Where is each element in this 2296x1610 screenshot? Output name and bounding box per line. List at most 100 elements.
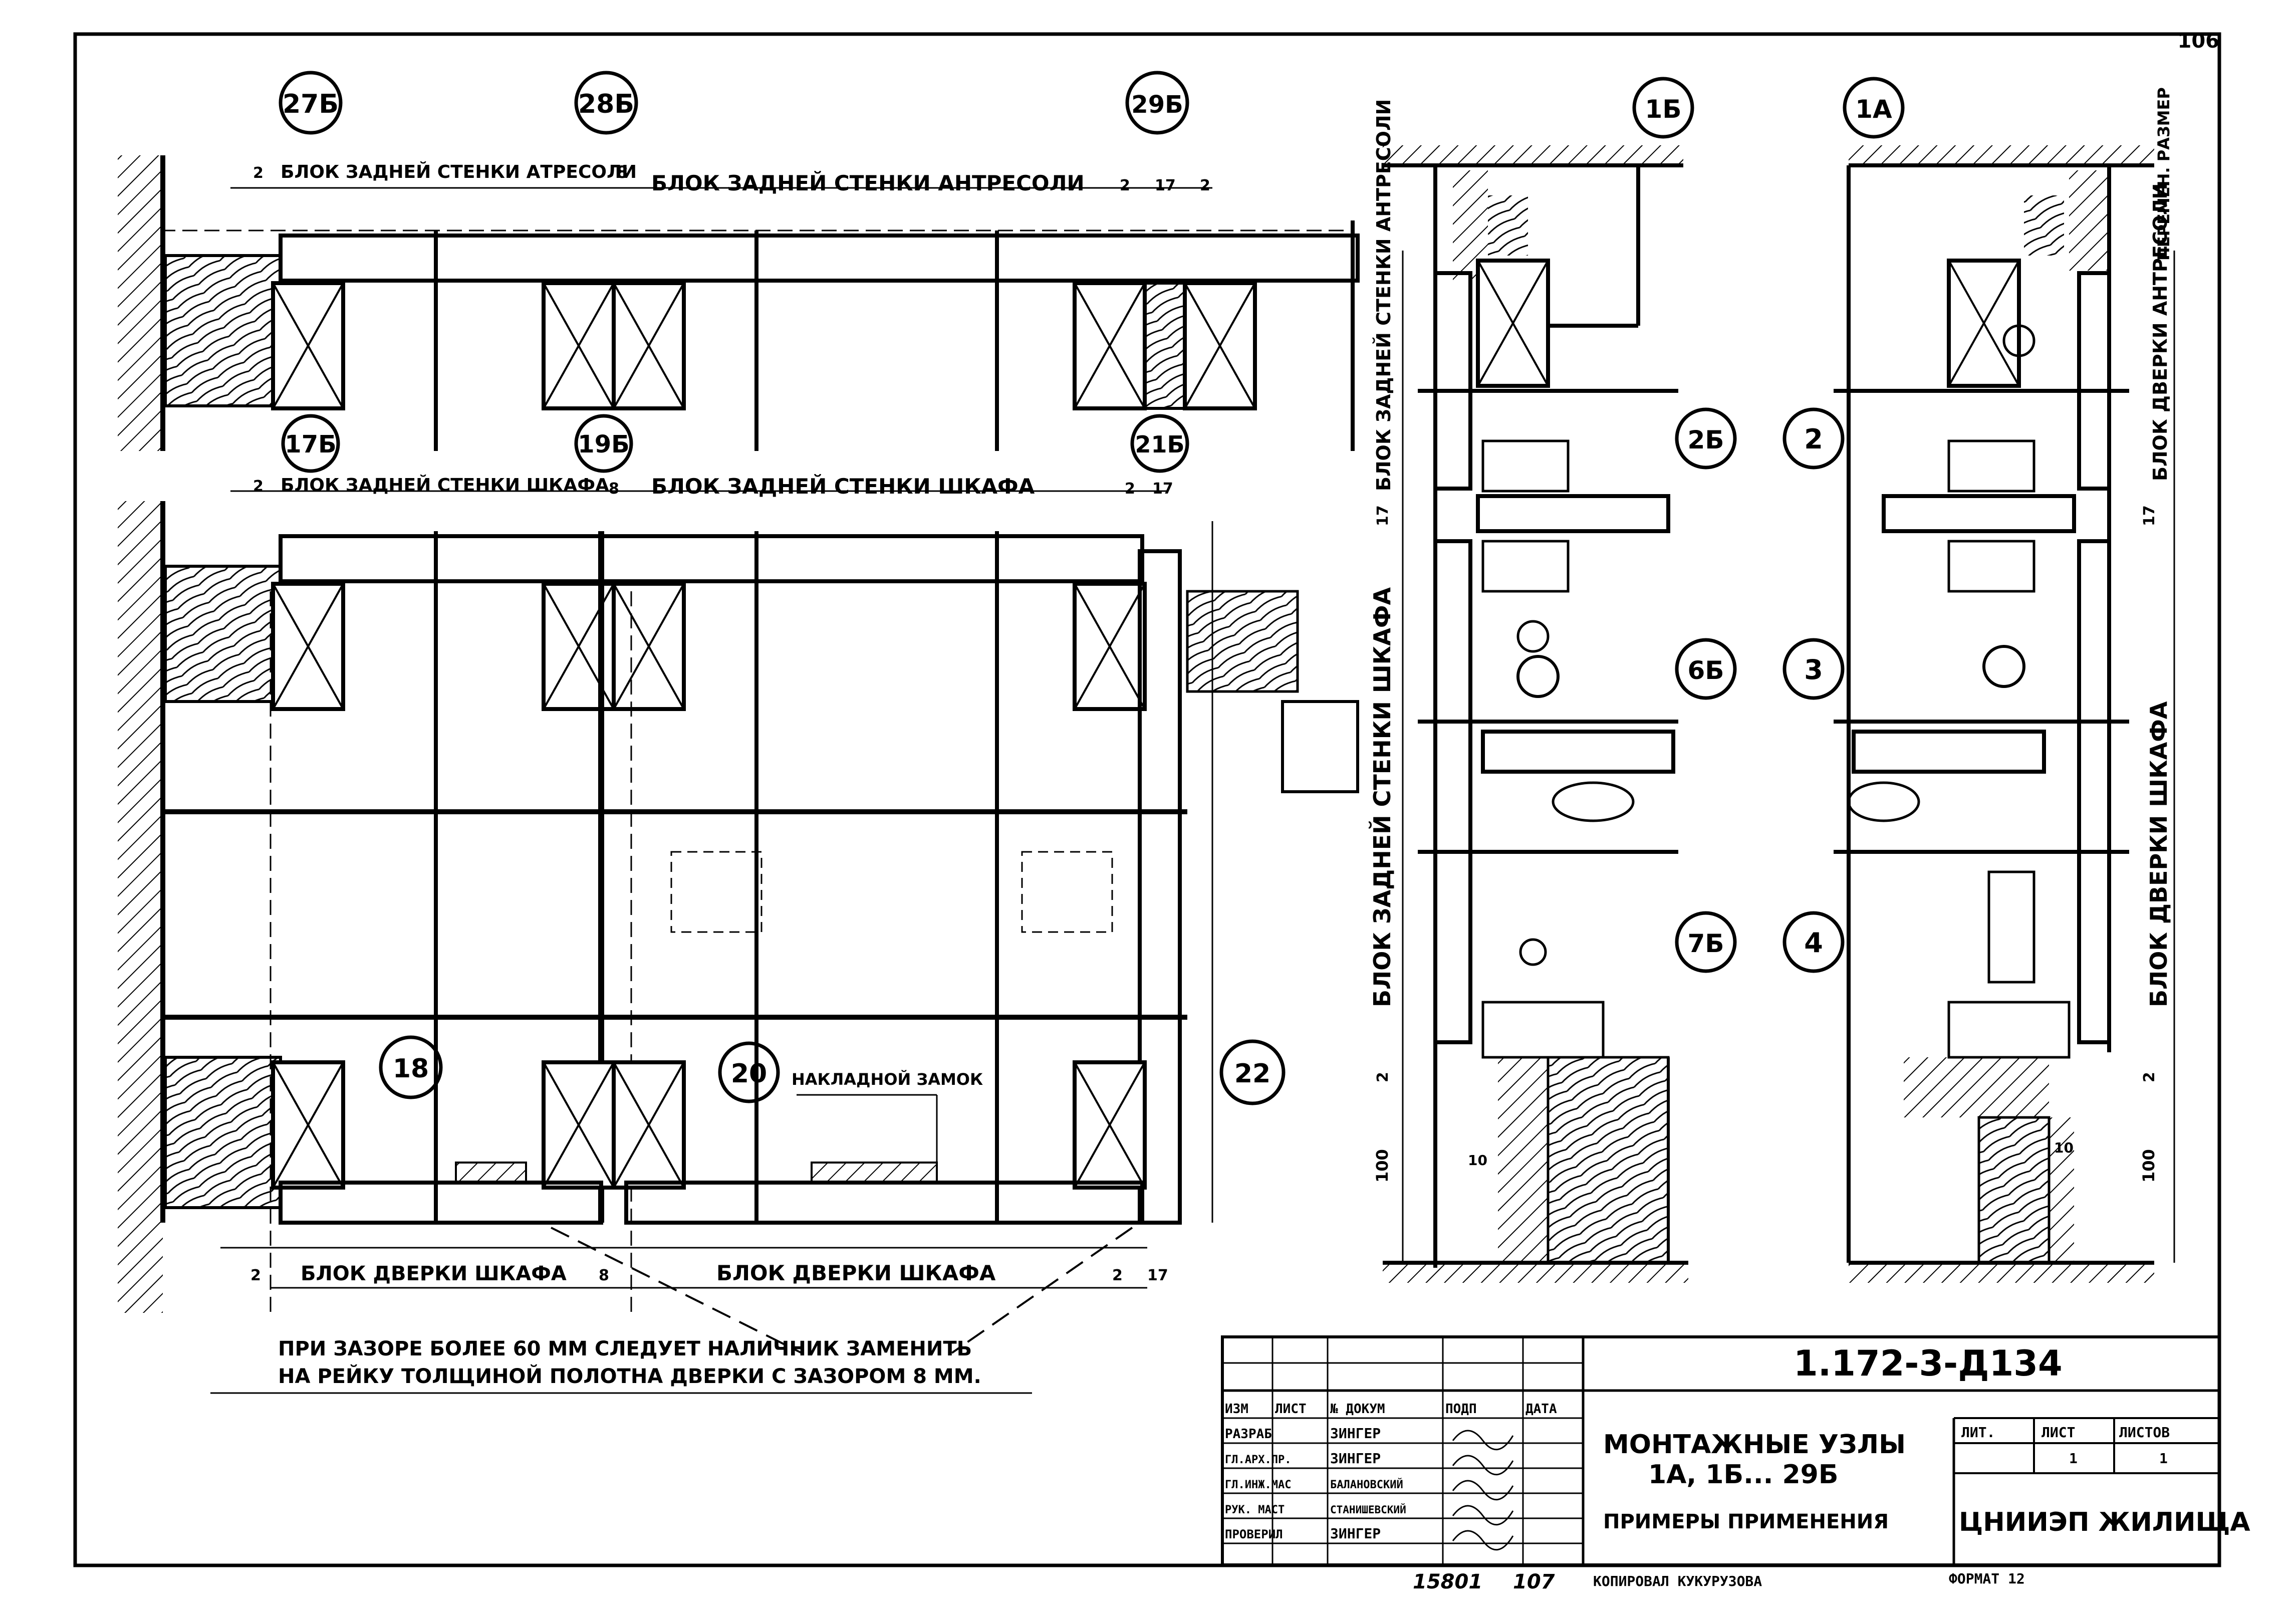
marker-7b: 7Б: [1675, 911, 1737, 973]
dim-2-g: 2: [1112, 1267, 1123, 1284]
label-section-wardrobe-back: БЛОК ЗАДНЕЙ СТЕНКИ ШКАФА: [1369, 587, 1396, 1007]
dim-2-e: 2: [1125, 480, 1135, 498]
marker-2: 2: [1782, 407, 1845, 470]
marker-1a: 1А: [1843, 77, 1905, 139]
tb-header-date: ДАТА: [1525, 1402, 1557, 1417]
svg-text:1А: 1А: [1855, 95, 1892, 124]
tb-name-4: ЗИНГЕР: [1330, 1525, 1381, 1542]
svg-text:18: 18: [393, 1054, 429, 1084]
svg-text:17Б: 17Б: [285, 430, 336, 458]
tb-sheets-label: ЛИСТОВ: [2119, 1424, 2170, 1441]
dim-section-17-left: 17: [1374, 505, 1392, 526]
dim-17-a: 17: [1155, 177, 1176, 194]
tb-stamp: 15801: [1413, 1570, 1482, 1593]
svg-text:20: 20: [731, 1059, 767, 1089]
svg-text:27Б: 27Б: [283, 89, 339, 119]
marker-29b: 29Б: [1125, 71, 1189, 135]
dim-section-17-right: 17: [2141, 505, 2158, 526]
svg-text:21Б: 21Б: [1135, 431, 1184, 458]
tb-role-4: ПРОВЕРИЛ: [1225, 1527, 1283, 1541]
tb-copy-number: 107: [1513, 1570, 1555, 1593]
tb-sheet-label: ЛИСТ: [2042, 1424, 2075, 1441]
note-line-1: ПРИ ЗАЗОРЕ БОЛЕЕ 60 ММ СЛЕДУЕТ НАЛИЧНИК …: [278, 1337, 972, 1360]
label-door-right: БЛОК ДВЕРКИ ШКАФА: [716, 1261, 996, 1285]
title-block: ИЗМ ЛИСТ № ДОКУМ ПОДП ДАТА РАЗРАБ ЗИНГЕР…: [1221, 1335, 2250, 1593]
dim-section-10-left: 10: [1468, 1152, 1487, 1169]
wall-hatch-top: [118, 155, 163, 451]
tb-sheets-value: 1: [2159, 1450, 2168, 1467]
tb-role-1: ГЛ.АРХ.ПР.: [1225, 1454, 1291, 1466]
tb-subtitle: ПРИМЕРЫ ПРИМЕНЕНИЯ: [1603, 1510, 1889, 1533]
tb-header-doc: № ДОКУМ: [1330, 1402, 1385, 1417]
tb-role-0: РАЗРАБ: [1225, 1427, 1272, 1442]
signature-mark: [1452, 1505, 1514, 1526]
svg-text:4: 4: [1804, 927, 1823, 959]
svg-text:3: 3: [1804, 654, 1823, 685]
marker-27b: 27Б: [279, 71, 343, 135]
svg-text:29Б: 29Б: [1131, 91, 1183, 119]
svg-text:19Б: 19Б: [578, 430, 629, 458]
tb-sheet-value: 1: [2069, 1450, 2078, 1467]
page-number: 106: [2178, 30, 2220, 53]
dim-section-100-left: 100: [1373, 1149, 1392, 1183]
label-lock: НАКЛАДНОЙ ЗАМОК: [792, 1070, 983, 1089]
dim-2-a: 2: [253, 164, 264, 182]
svg-text:22: 22: [1234, 1059, 1270, 1089]
tb-name-3: СТАНИШЕВСКИЙ: [1330, 1503, 1406, 1516]
label-section-mezz-back: БЛОК ЗАДНЕЙ СТЕНКИ АНТРЕСОЛИ: [1373, 99, 1395, 491]
marker-1b: 1Б: [1632, 77, 1694, 139]
tb-name-0: ЗИНГЕР: [1330, 1425, 1381, 1442]
note-line-2: НА РЕЙКУ ТОЛЩИНОЙ ПОЛОТНА ДВЕРКИ С ЗАЗОР…: [278, 1364, 981, 1388]
marker-19b: 19Б: [574, 414, 633, 473]
tb-name-2: БАЛАНОВСКИЙ: [1330, 1478, 1403, 1491]
marker-17b: 17Б: [281, 414, 340, 473]
mezzanine-back-row: [160, 220, 1360, 451]
label-variable-size: ПЕРЕМЕН. РАЗМЕР: [2154, 87, 2173, 261]
tb-header-izm: ИЗМ: [1225, 1402, 1248, 1417]
label-mezz-back-left: БЛОК ЗАДНЕЙ СТЕНКИ АТРЕСОЛИ: [281, 161, 637, 182]
dim-17-c: 17: [1147, 1267, 1168, 1284]
tb-code: 1.172-3-Д134: [1794, 1343, 2063, 1384]
label-door-left: БЛОК ДВЕРКИ ШКАФА: [301, 1262, 567, 1285]
sheet-frame: [73, 32, 2221, 1567]
dim-section-2-left: 2: [1374, 1072, 1392, 1082]
tb-copied-by: КОПИРОВАЛ КУКУРУЗОВА: [1593, 1573, 1762, 1589]
dim-2-c: 2: [1200, 177, 1210, 194]
label-section-wardrobe-door: БЛОК ДВЕРКИ ШКАФА: [2145, 701, 2172, 1007]
marker-4: 4: [1782, 911, 1845, 973]
signature-mark: [1452, 1455, 1514, 1476]
tb-name-1: ЗИНГЕР: [1330, 1450, 1381, 1467]
tb-title-line-1: МОНТАЖНЫЕ УЗЛЫ: [1603, 1430, 1906, 1460]
dim-17-b: 17: [1152, 480, 1173, 498]
dim-8-c: 8: [599, 1267, 609, 1284]
dim-2-f: 2: [250, 1267, 261, 1284]
label-mezz-back-right: БЛОК ЗАДНЕЙ СТЕНКИ АНТРЕСОЛИ: [651, 170, 1085, 195]
marker-20: 20: [718, 1041, 780, 1103]
tb-role-2: ГЛ.ИНЖ.МАС: [1225, 1479, 1291, 1491]
door-row: [164, 1056, 1147, 1354]
dim-section-2-right: 2: [2141, 1072, 2158, 1082]
label-section-mezz-door: БЛОК ДВЕРКИ АНТРЕСОЛИ: [2149, 183, 2171, 481]
signature-mark: [1452, 1430, 1514, 1451]
marker-22: 22: [1219, 1039, 1286, 1105]
marker-2b: 2Б: [1675, 407, 1737, 470]
dim-8-a: 8: [616, 162, 628, 182]
svg-text:2: 2: [1804, 423, 1823, 455]
marker-18: 18: [379, 1035, 443, 1099]
dim-section-100-right: 100: [2139, 1149, 2158, 1183]
tb-header-sign: ПОДП: [1445, 1402, 1477, 1417]
plan-drawing: БЛОК ЗАДНЕЙ СТЕНКИ АТРЕСОЛИ БЛОК ЗАДНЕЙ …: [118, 71, 1360, 1394]
svg-text:1Б: 1Б: [1645, 95, 1682, 124]
marker-21b: 21Б: [1130, 414, 1189, 473]
signature-mark: [1452, 1530, 1514, 1551]
signature-mark: [1452, 1480, 1514, 1501]
marker-6b: 6Б: [1675, 638, 1737, 700]
marker-28b: 28Б: [574, 71, 638, 135]
tb-role-3: РУК. МАСТ: [1225, 1504, 1285, 1516]
svg-text:6Б: 6Б: [1688, 656, 1724, 685]
wardrobe-back-row: [164, 531, 1359, 1313]
tb-format: ФОРМАТ 12: [1949, 1570, 2025, 1587]
label-wardrobe-back-left: БЛОК ЗАДНЕЙ СТЕНКИ ШКАФА: [281, 475, 609, 496]
